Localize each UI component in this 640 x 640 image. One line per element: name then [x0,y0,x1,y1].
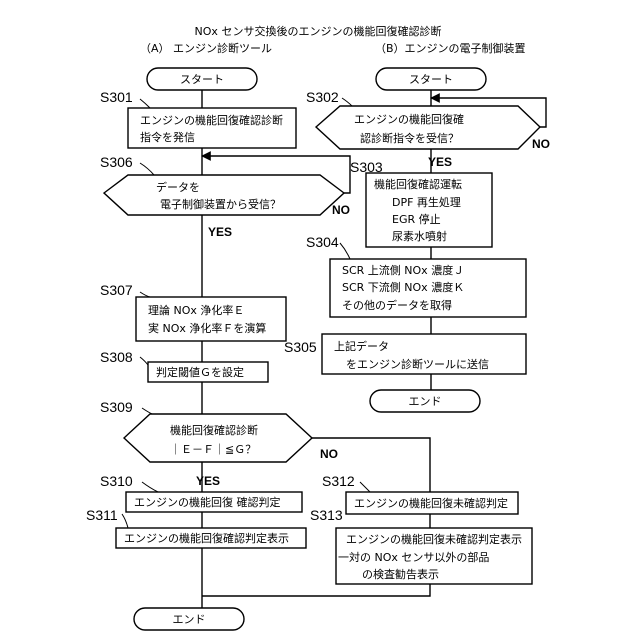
s305-line2: をエンジン診断ツールに送信 [346,357,489,371]
start-b-text: スタート [409,73,453,86]
start-a-text: スタート [180,73,224,86]
s301-line1: エンジンの機能回復確認診断 [140,113,283,127]
s307-line1: 理論 NOx 浄化率Ｅ [148,303,244,317]
s306-yes-label: YES [208,225,232,239]
s307-line2: 実 NOx 浄化率Ｆを演算 [148,321,266,335]
s302-line1: エンジンの機能回復確 [354,112,464,126]
end-a-text: エンド [173,613,206,626]
s309-line1: 機能回復確認診断 [170,423,258,437]
s309-line2: ｜Ｅ－Ｆ｜≦Ｇ？ [170,443,256,456]
s302-no-label: NO [532,137,550,151]
s303-line3: EGR 停止 [392,212,441,226]
s303-line2: DPF 再生処理 [392,195,461,209]
s306-line1: データを [156,180,200,194]
end-b-text: エンド [409,395,442,408]
s306-no-label: NO [332,203,350,217]
s308-text: 判定閾値Ｇを設定 [156,365,244,379]
s313-step-label: S313 [310,507,343,523]
s302-yes-label: YES [428,155,452,169]
s308-step-label: S308 [100,349,133,365]
s304-line3: その他のデータを取得 [342,298,452,312]
s305-line1: 上記データ [334,339,389,353]
s304-step-label: S304 [306,234,339,250]
s309-no-label: NO [320,447,338,461]
s311-step-label: S311 [86,507,118,523]
s305-step-label: S305 [284,339,317,355]
s309-step-label: S309 [100,399,133,415]
s313-line2: 一対の NOx センサ以外の部品 [338,550,489,564]
s304-line2: SCR 下流側 NOx 濃度Ｋ [342,280,464,294]
s306-step-label: S306 [100,154,133,170]
s311-text: エンジンの機能回復確認判定表示 [124,531,289,545]
s310-step-label: S310 [100,473,133,489]
s303-line1: 機能回復確認運転 [374,177,462,191]
s302-line2: 認診断指令を受信？ [360,131,459,145]
s312-step-label: S312 [322,473,355,489]
s302-step-label: S302 [306,89,339,105]
s304-line1: SCR 上流側 NOx 濃度Ｊ [342,263,464,277]
column-a-heading: （A） エンジン診断ツール [140,41,272,55]
diagram-title: NOx センサ交換後のエンジンの機能回復確認診断 [195,24,442,38]
s309-yes-label: YES [196,474,220,488]
s313-line1: エンジンの機能回復未確認判定表示 [346,532,522,546]
s312-text: エンジンの機能回復未確認判定 [354,496,508,510]
s313-line3: の検査勧告表示 [362,567,439,581]
s303-step-label: S303 [350,159,383,175]
s301-line2: 指令を発信 [140,130,195,144]
column-b-heading: （B）エンジンの電子制御装置 [375,41,526,55]
s301-step-label: S301 [100,89,133,105]
s303-line4: 尿素水噴射 [392,229,447,243]
s310-text: エンジンの機能回復 確認判定 [134,495,281,509]
s307-step-label: S307 [100,282,133,298]
s306-line2: 電子制御装置から受信？ [160,197,281,211]
